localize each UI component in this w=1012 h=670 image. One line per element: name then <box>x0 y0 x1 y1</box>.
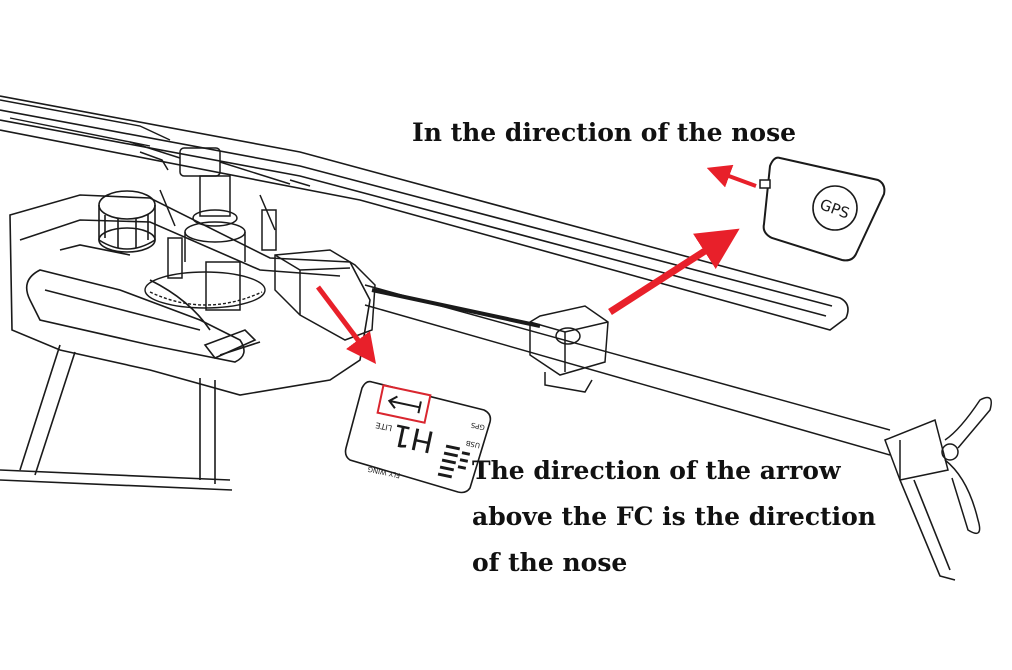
top-caption-text: In the direction of the nose <box>412 118 797 147</box>
gps-pointer-arrow <box>608 228 740 315</box>
rotor-head <box>129 141 311 279</box>
fc-port-label: GPS <box>470 421 486 432</box>
main-gear <box>144 271 266 309</box>
fc-port-grid <box>437 444 471 479</box>
gps-module: GPS <box>759 156 886 262</box>
tail-boom <box>364 284 891 456</box>
bottom-caption-line-1: The direction of the arrow <box>472 456 841 485</box>
gps-mount <box>529 305 609 393</box>
bottom-caption-line-3: of the nose <box>472 548 628 577</box>
fc-pointer-arrow <box>316 285 377 364</box>
direction-arrows <box>316 164 757 364</box>
landing-gear <box>0 344 956 581</box>
fc-badge: LITE <box>375 420 393 432</box>
main-motor <box>98 190 156 253</box>
flight-controller: H1 LITE GPS USB FLY WING <box>344 380 492 494</box>
rear-rotor-blade <box>0 99 171 147</box>
nose-direction-arrow <box>706 164 757 188</box>
fc-usb-label: USB <box>465 439 481 450</box>
top-caption: In the direction of the nose <box>412 110 796 156</box>
helicopter-frame <box>9 194 371 396</box>
servo-box <box>205 249 376 341</box>
left-arrow-icon <box>387 395 422 414</box>
bottom-caption: The direction of the arrow above the FC … <box>472 448 876 586</box>
bottom-caption-line-2: above the FC is the direction <box>472 502 876 531</box>
tail-rotor <box>884 396 992 535</box>
main-rotor-blade <box>0 95 849 331</box>
fc-model-label: H1 <box>389 416 437 459</box>
